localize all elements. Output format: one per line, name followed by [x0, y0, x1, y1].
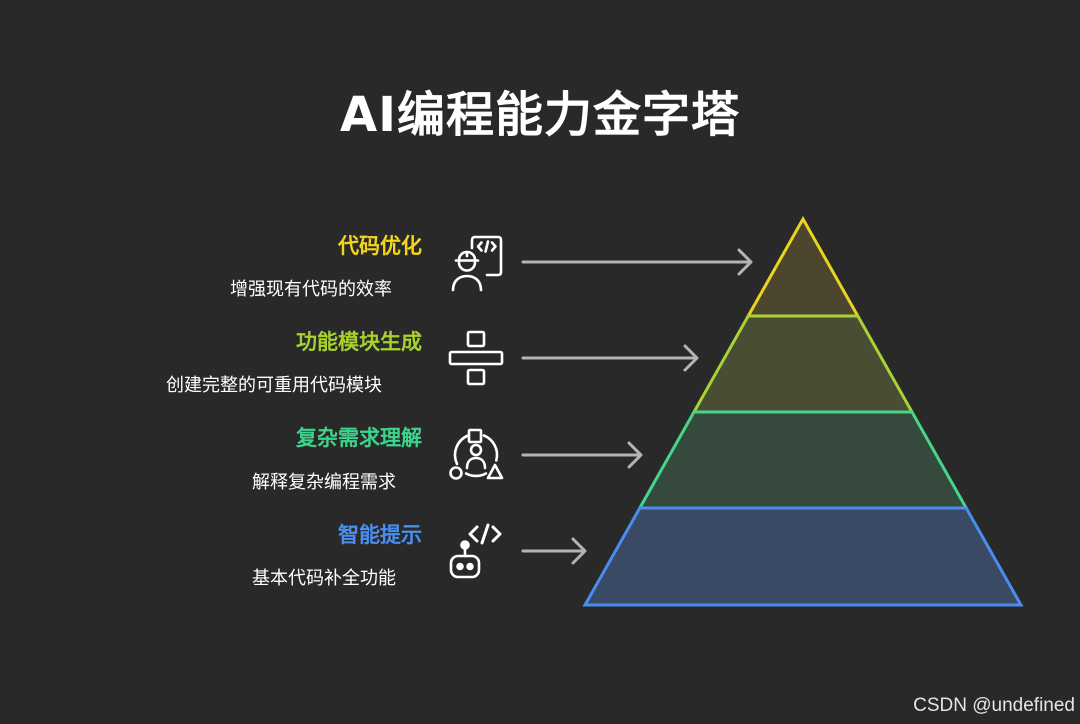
pyramid-layer-code-optimization: [745, 215, 861, 318]
level-description: 解释复杂编程需求: [252, 472, 396, 493]
level-description: 创建完整的可重用代码模块: [166, 375, 382, 396]
level-description: 基本代码补全功能: [252, 568, 396, 589]
person-shoulders-shape: [465, 456, 487, 470]
bottom-block-shape: [466, 368, 486, 386]
level-code-optimization: 代码优化 增强现有代码的效率: [0, 230, 1080, 326]
code-brackets-shape: [476, 240, 497, 253]
page-title: AI编程能力金字塔: [339, 87, 740, 143]
level-module-generation: 功能模块生成 创建完整的可重用代码模块: [0, 326, 1080, 422]
level-description: 增强现有代码的效率: [230, 279, 392, 300]
triangle-shape: [486, 463, 504, 480]
arrow-to-layer-1: [521, 248, 753, 276]
watermark: CSDN @undefined: [913, 695, 1075, 716]
person-head-shape: [469, 443, 483, 457]
square-shape: [467, 428, 483, 444]
code-document-shape: [470, 235, 503, 277]
code-brackets-shape: [468, 523, 502, 545]
orbit-arcs-shape: [453, 434, 499, 478]
module-blocks-icon: [448, 330, 504, 386]
level-requirement-understanding: 复杂需求理解 解释复杂编程需求: [0, 422, 1080, 518]
level-label: 智能提示: [338, 523, 422, 547]
pyramid-layer-module-generation: [691, 314, 915, 414]
robot-eye-left-shape: [456, 562, 464, 571]
arrow-head: [737, 248, 753, 276]
pyramid-layer-requirement-understanding: [637, 410, 969, 510]
top-block-shape: [466, 330, 486, 348]
hard-hat-shape: [454, 250, 480, 262]
robot-head-shape: [449, 554, 481, 579]
pyramid-layer-smart-hints: [582, 506, 1024, 607]
requirements-person-icon: [449, 428, 504, 480]
arrow-head: [683, 344, 699, 372]
shoulders-shape: [451, 274, 483, 292]
arrow-head: [571, 537, 587, 565]
circle-shape: [449, 466, 463, 480]
level-label: 功能模块生成: [296, 330, 422, 354]
level-smart-hints: 智能提示 基本代码补全功能: [0, 519, 1080, 615]
arrow-head: [627, 441, 643, 469]
level-label: 代码优化: [338, 234, 422, 258]
face-shape: [457, 261, 477, 272]
arrow-to-layer-3: [521, 441, 643, 469]
robot-eye-right-shape: [466, 562, 474, 571]
developer-code-icon: [451, 235, 503, 292]
module-bar-shape: [448, 350, 504, 366]
pyramid: [582, 215, 1024, 607]
level-label: 复杂需求理解: [296, 426, 422, 450]
robot-code-icon: [449, 523, 502, 579]
arrow-to-layer-2: [521, 344, 699, 372]
arrow-to-layer-4: [521, 537, 587, 565]
